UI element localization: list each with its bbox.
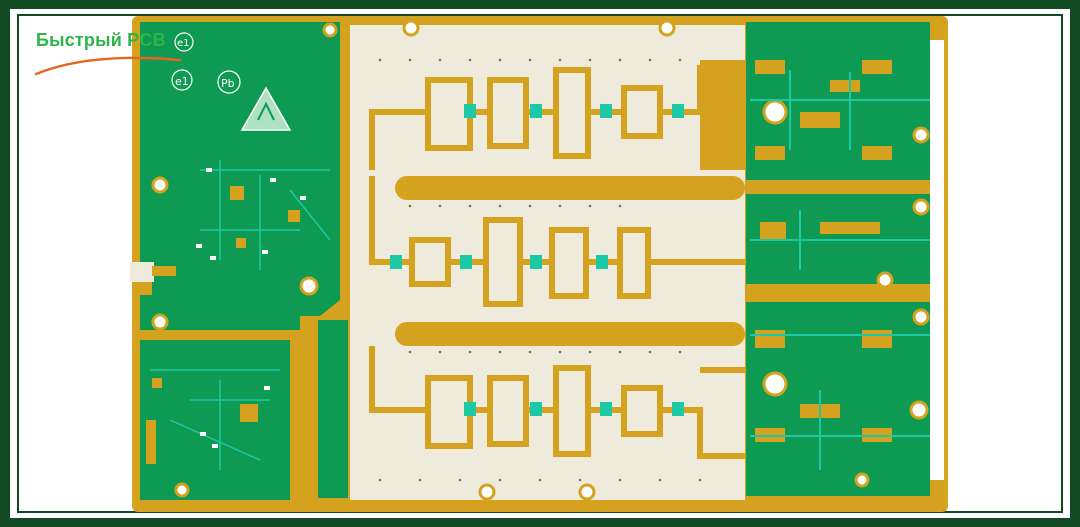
smd-components-filters [390,104,684,416]
board-right-edge [930,40,944,480]
gold-finger-1 [395,176,745,200]
mounting-holes [151,19,930,501]
module-teal-traces [750,70,930,470]
gold-finger-2 [395,322,745,346]
left-components [130,160,331,470]
filter-trace-top [369,65,745,170]
silkscreen-marks: e1 Pb e1 [171,32,241,94]
brand-logo-text: Быстрый PCB [36,30,166,50]
silk-e1-upper: e1 [177,38,190,49]
soldermask-left-upper [140,22,340,330]
via-dots-substrate [378,58,702,482]
brand-swoosh [34,56,182,76]
soldermask-left-lower [140,340,290,500]
filter-trace-middle [369,176,745,307]
filter-trace-bottom [369,346,745,459]
soldermask-left-strip [318,320,348,498]
silk-pb: Pb [221,77,235,90]
esd-warning-icon [240,86,292,131]
silk-e1-lower: e1 [175,75,189,88]
